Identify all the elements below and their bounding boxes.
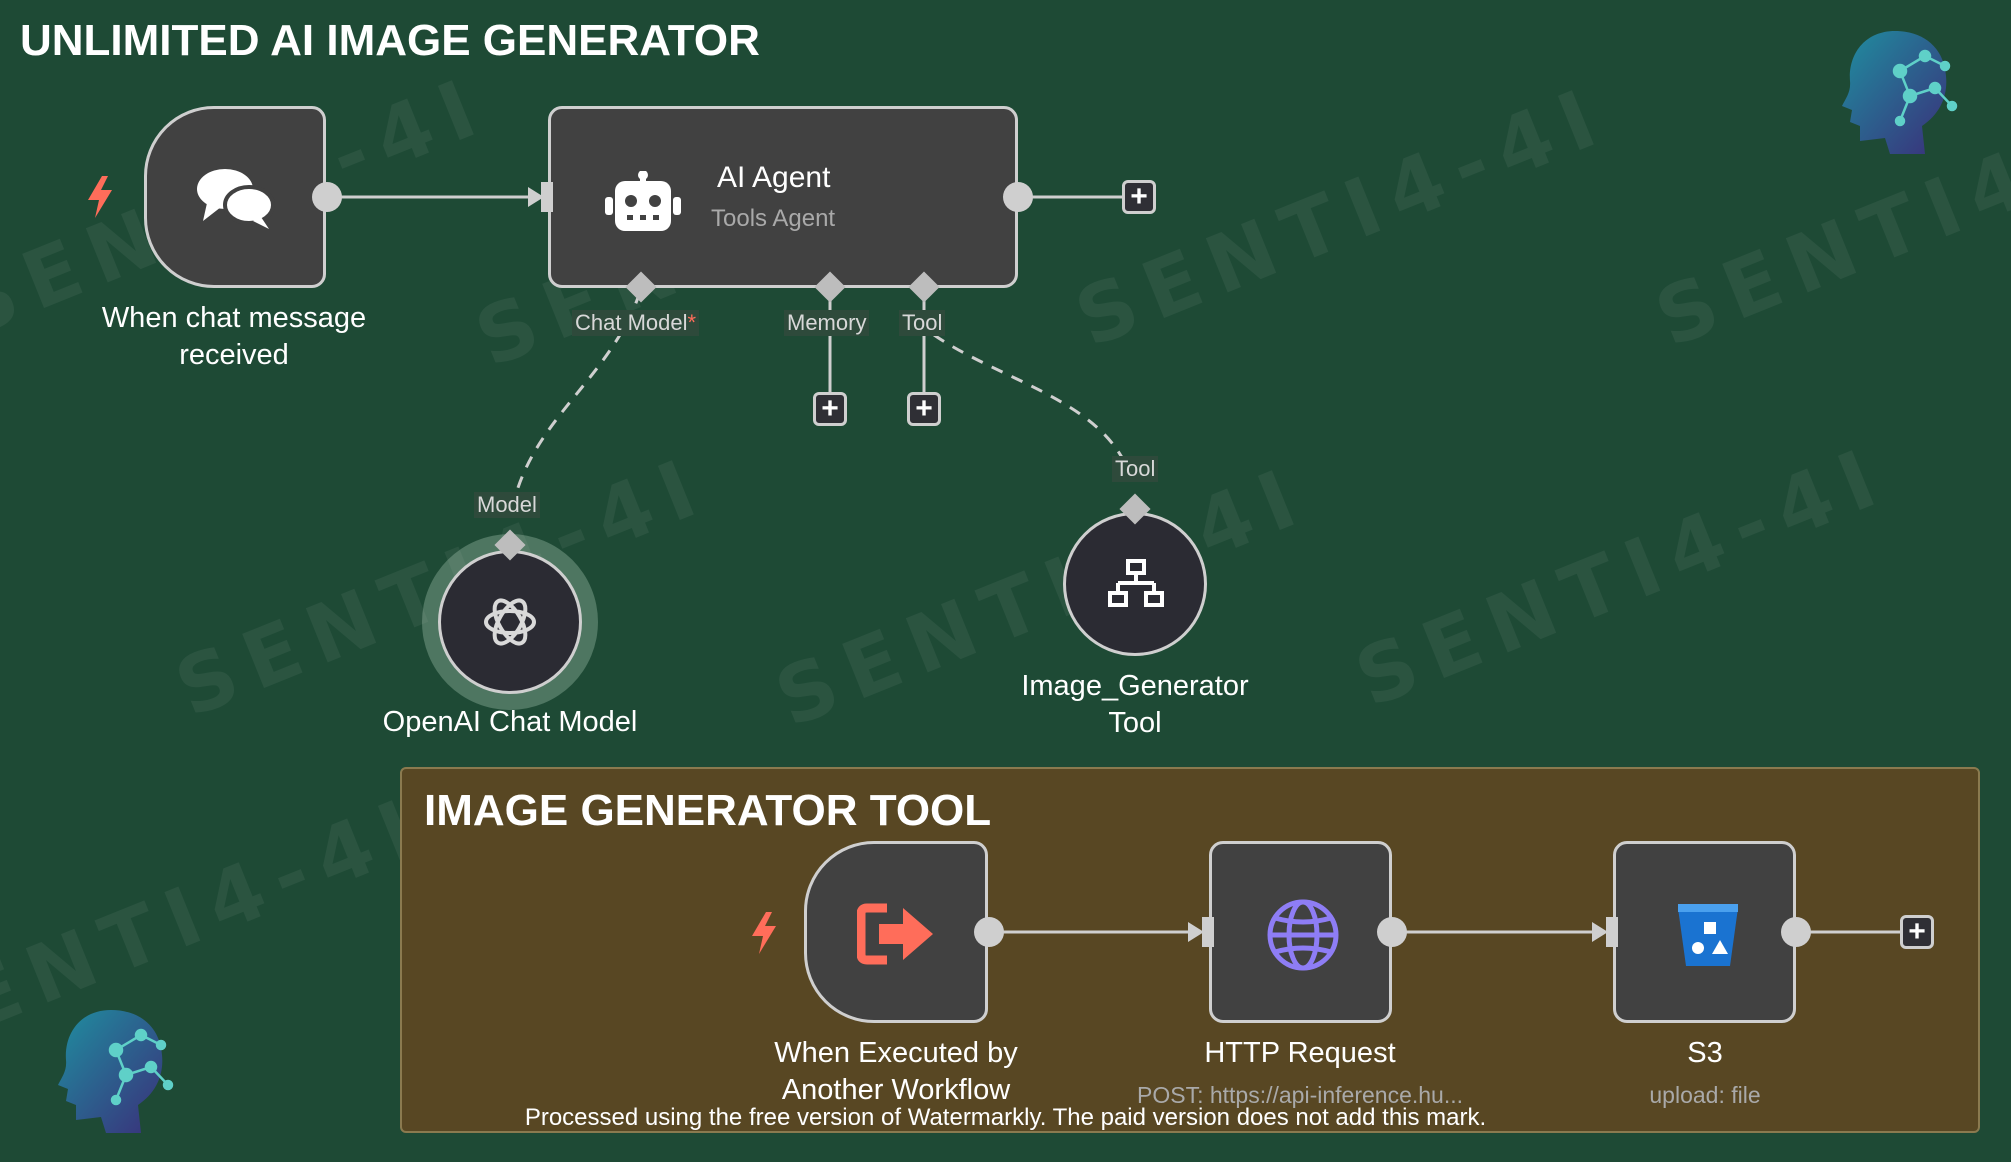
add-node-button[interactable]: + [1900,915,1934,949]
output-port[interactable] [1781,917,1811,947]
bucket-icon [1678,904,1738,966]
input-port[interactable] [1606,917,1618,947]
tool-port-label: Tool [899,310,946,336]
chat-trigger-label-line1: When chat message [101,302,367,334]
chat-trigger-label-line2: received [179,339,289,371]
add-node-button[interactable]: + [1122,180,1156,214]
openai-chat-model-node[interactable] [438,550,582,694]
ai-agent-subtitle: Tools Agent [711,205,836,232]
add-memory-button[interactable]: + [813,392,847,426]
workflow-trigger-label-line1: When Executed by [774,1037,1018,1069]
required-marker: * [687,310,697,335]
ai-agent-node[interactable]: AI Agent Tools Agent [548,106,1018,288]
exit-arrow-icon [857,903,933,965]
brain-head-logo-icon [1842,31,1958,154]
workflow-trigger-label-line2: Another Workflow [781,1074,1011,1106]
image-generator-label-line2: Tool [1108,707,1162,739]
s3-node[interactable] [1613,841,1796,1023]
add-tool-button[interactable]: + [907,392,941,426]
chat-model-port-text: Chat Model [575,310,688,335]
chat-bubbles-icon [197,169,275,229]
image-generator-tool-node[interactable] [1063,512,1207,656]
output-port[interactable] [1003,182,1033,212]
http-request-subtitle: POST: https://api-inference.hu... [1137,1082,1463,1108]
s3-subtitle: upload: file [1649,1082,1761,1108]
model-port-label: Model [474,492,540,518]
chat-model-port-label: Chat Model* [572,310,700,336]
robot-icon [605,171,681,231]
image-generator-label-line1: Image_Generator [1021,670,1249,702]
connection-tool-dashed [933,333,1130,471]
watermarkly-notice: Processed using the free version of Wate… [524,1104,1487,1131]
workflow-trigger-label: When Executed by Another Workflow [746,1035,1046,1109]
openai-logo-icon [484,598,536,646]
lightning-bolt-icon [88,176,112,218]
connection-arrow [528,187,544,207]
ai-agent-title: AI Agent [717,161,831,194]
memory-port-label: Memory [784,310,870,336]
connection-chat-model-dashed [510,291,642,511]
globe-icon [1267,899,1339,971]
openai-chat-model-label: OpenAI Chat Model [382,706,638,738]
workflow-trigger-node[interactable] [804,841,988,1023]
group-title: IMAGE GENERATOR TOOL [424,786,992,835]
output-port[interactable] [974,917,1004,947]
connection-arrow [1592,922,1608,942]
chat-trigger-label: When chat message received [84,300,384,374]
image-generator-tool-label: Image_Generator Tool [985,668,1285,742]
tool-input-port-label: Tool [1112,456,1159,482]
s3-label: S3 [1687,1037,1723,1069]
chat-trigger-node[interactable] [144,106,326,288]
http-request-node[interactable] [1209,841,1392,1023]
output-port[interactable] [312,182,342,212]
page-title: UNLIMITED AI IMAGE GENERATOR [20,16,760,65]
input-port[interactable] [1202,917,1214,947]
sitemap-icon [1108,559,1164,607]
brain-head-logo-icon [58,1010,174,1133]
connection-arrow [1188,922,1204,942]
output-port[interactable] [1377,917,1407,947]
lightning-bolt-icon [752,912,776,954]
input-port[interactable] [541,182,553,212]
http-request-label: HTTP Request [1204,1037,1396,1069]
